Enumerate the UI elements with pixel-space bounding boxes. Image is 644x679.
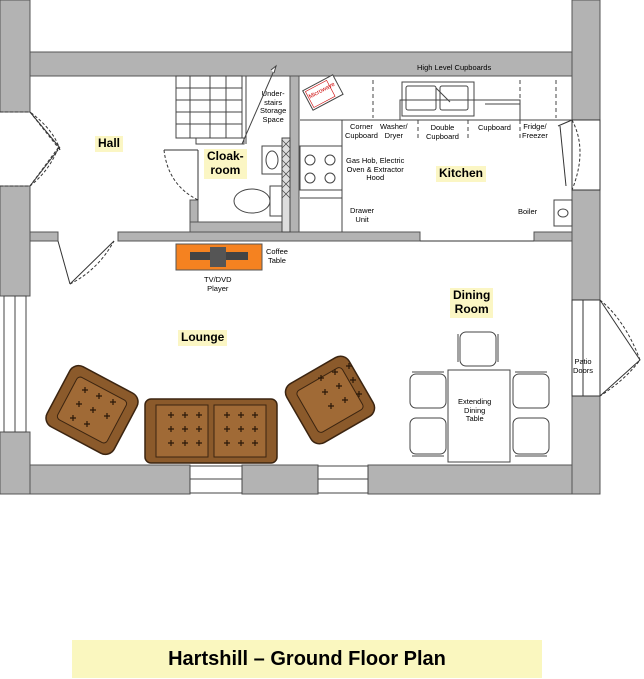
armchair-right	[284, 355, 376, 445]
dining-table	[447, 369, 511, 463]
wall-bottom-middle	[241, 464, 319, 495]
hall-front-door	[0, 111, 61, 187]
wall-right-lower	[571, 395, 601, 495]
hob-oven-label: Gas Hob, Electric Oven & Extractor Hood	[346, 156, 405, 183]
kitchen-fixtures	[299, 74, 573, 232]
double-line-1: Double	[430, 123, 455, 132]
hob-line-1: Gas Hob, Electric	[346, 156, 405, 165]
cupboard-label: Cupboard	[478, 123, 511, 132]
wall-right-middle	[571, 189, 601, 301]
wall-mid-left	[29, 231, 59, 242]
cloakroom-fixtures	[233, 137, 291, 233]
understairs-label: Under- stairs Storage Space	[260, 89, 287, 125]
microwave	[302, 74, 344, 111]
wall-mid-center	[117, 231, 421, 242]
wall-bottom-left	[29, 464, 191, 495]
sofa	[144, 398, 278, 464]
patio-doors	[571, 299, 601, 397]
table-line-1: Extending	[458, 397, 492, 406]
dining-line-1: Dining	[453, 288, 491, 302]
table-line-3: Table	[465, 414, 484, 424]
chair-left-2	[409, 417, 447, 455]
chair-top	[459, 331, 497, 367]
patio-doors-label: Patio Doors	[573, 357, 594, 375]
doors	[0, 111, 641, 397]
wall-cloak-bottom	[189, 221, 291, 233]
chair-right-2	[512, 417, 550, 455]
tv-line-1: TV/DVD	[204, 275, 232, 284]
wall-top	[29, 51, 601, 77]
fridge-line-2: Freezer	[522, 130, 548, 140]
patio-line-1: Patio	[574, 357, 592, 366]
wall-right-upper	[571, 0, 601, 121]
wall-left-middle	[0, 185, 31, 297]
wall-left-lower	[0, 431, 31, 495]
wall-bottom-right	[367, 464, 573, 495]
staircase	[175, 64, 277, 145]
drawer-line-2: Unit	[355, 214, 369, 224]
plan-title: Hartshill – Ground Floor Plan	[168, 647, 446, 670]
double-cupboard-label: Double Cupboard	[426, 123, 459, 141]
room-label-lounge: Lounge	[178, 330, 228, 346]
dining-line-2: Room	[454, 301, 489, 316]
windows	[3, 295, 369, 494]
coffee-table	[175, 243, 263, 271]
cloakroom-line-1: Cloak-	[207, 149, 244, 163]
cloakroom-line-2: room	[210, 162, 241, 177]
drawer-line-1: Drawer	[350, 206, 375, 215]
toilet	[233, 188, 271, 214]
coffee-line-2: Table	[268, 255, 286, 265]
table-line-2: Dining	[464, 405, 486, 415]
corner-cupboard-label: Corner Cupboard	[345, 122, 378, 140]
tv-line-2: Player	[207, 283, 229, 293]
kitchen-side-door	[557, 119, 573, 127]
drawer-unit-label: Drawer Unit	[350, 206, 375, 224]
fridge-freezer-label: Fridge/ Freezer	[522, 122, 548, 140]
room-label-cloakroom: Cloak- room	[204, 149, 247, 179]
patio-line-2: Doors	[573, 365, 594, 375]
understairs-line-1: Under-	[261, 89, 285, 98]
room-label-dining: Dining Room	[450, 288, 494, 318]
room-label-kitchen: Kitchen	[436, 166, 487, 182]
hall-lounge-door	[57, 240, 71, 285]
double-line-2: Cupboard	[426, 131, 459, 141]
gas-hob	[299, 145, 343, 191]
hob-line-2: Oven & Extractor	[346, 164, 404, 174]
understairs-line-2: stairs	[264, 97, 283, 107]
upholstery-buttons	[70, 363, 362, 446]
coffee-table-label: Coffee Table	[266, 247, 288, 265]
wall-cloak-left	[189, 199, 199, 223]
high-level-cupboards-label: High Level Cupboards	[417, 63, 492, 72]
tv-dvd-label: TV/DVD Player	[204, 275, 232, 293]
wall-mid-right	[533, 231, 573, 242]
title-banner: Hartshill – Ground Floor Plan	[72, 640, 542, 678]
washer-dryer-label: Washer/ Dryer	[380, 122, 408, 140]
wall-cloak-right	[289, 75, 300, 233]
hob-line-3: Hood	[366, 173, 385, 183]
boiler-label: Boiler	[518, 207, 538, 216]
washer-line-2: Dryer	[384, 130, 403, 140]
fridge-line-1: Fridge/	[523, 122, 547, 131]
toilet-cistern	[269, 185, 283, 217]
wall-left-upper	[0, 0, 31, 113]
washer-line-1: Washer/	[380, 122, 408, 131]
corner-line-2: Cupboard	[345, 130, 378, 140]
chair-right-1	[512, 373, 550, 409]
understairs-line-4: Space	[262, 114, 284, 124]
walls	[0, 0, 601, 495]
dining-table-label: Extending Dining Table	[458, 397, 492, 424]
understairs-line-3: Storage	[260, 106, 287, 116]
coffee-line-1: Coffee	[266, 247, 288, 256]
room-label-hall: Hall	[95, 136, 124, 152]
chair-left-1	[409, 373, 447, 409]
dining-set	[409, 331, 550, 463]
corner-line-1: Corner	[350, 122, 373, 131]
